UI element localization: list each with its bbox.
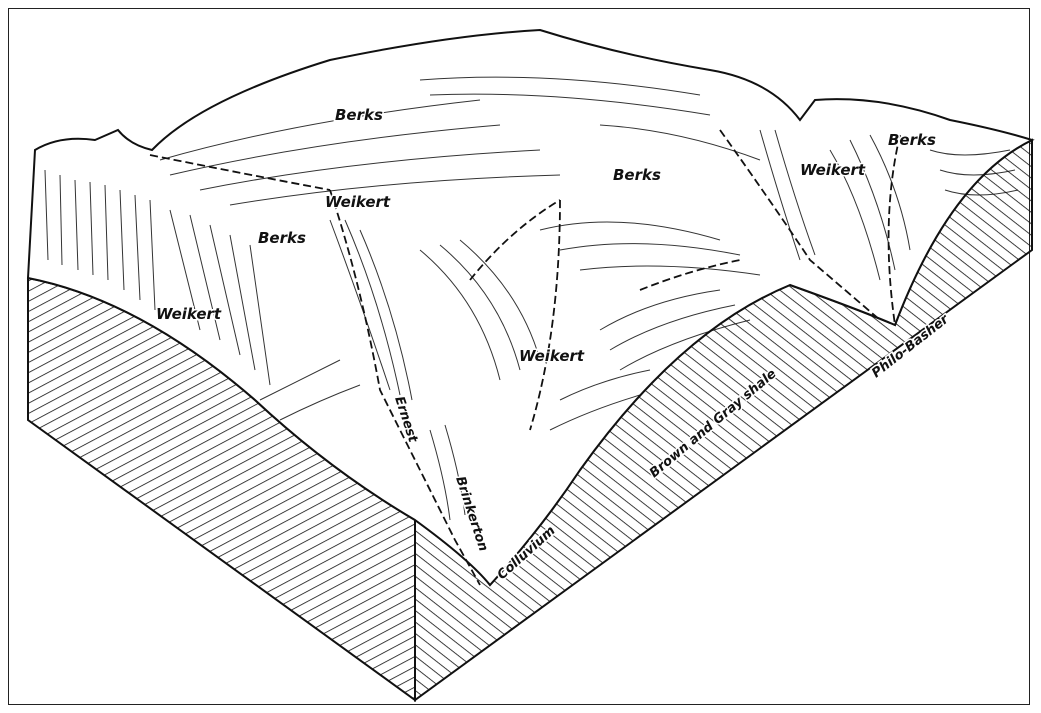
label-berks-top: Berks	[335, 106, 383, 124]
label-weikert-upper-left: Weikert	[325, 193, 391, 211]
label-weikert-left: Weikert	[156, 305, 222, 323]
label-weikert-upper-right: Weikert	[800, 161, 866, 179]
label-berks-center: Berks	[613, 166, 661, 184]
label-berks-left: Berks	[258, 229, 306, 247]
label-berks-right: Berks	[888, 131, 936, 149]
label-weikert-center: Weikert	[519, 347, 585, 365]
